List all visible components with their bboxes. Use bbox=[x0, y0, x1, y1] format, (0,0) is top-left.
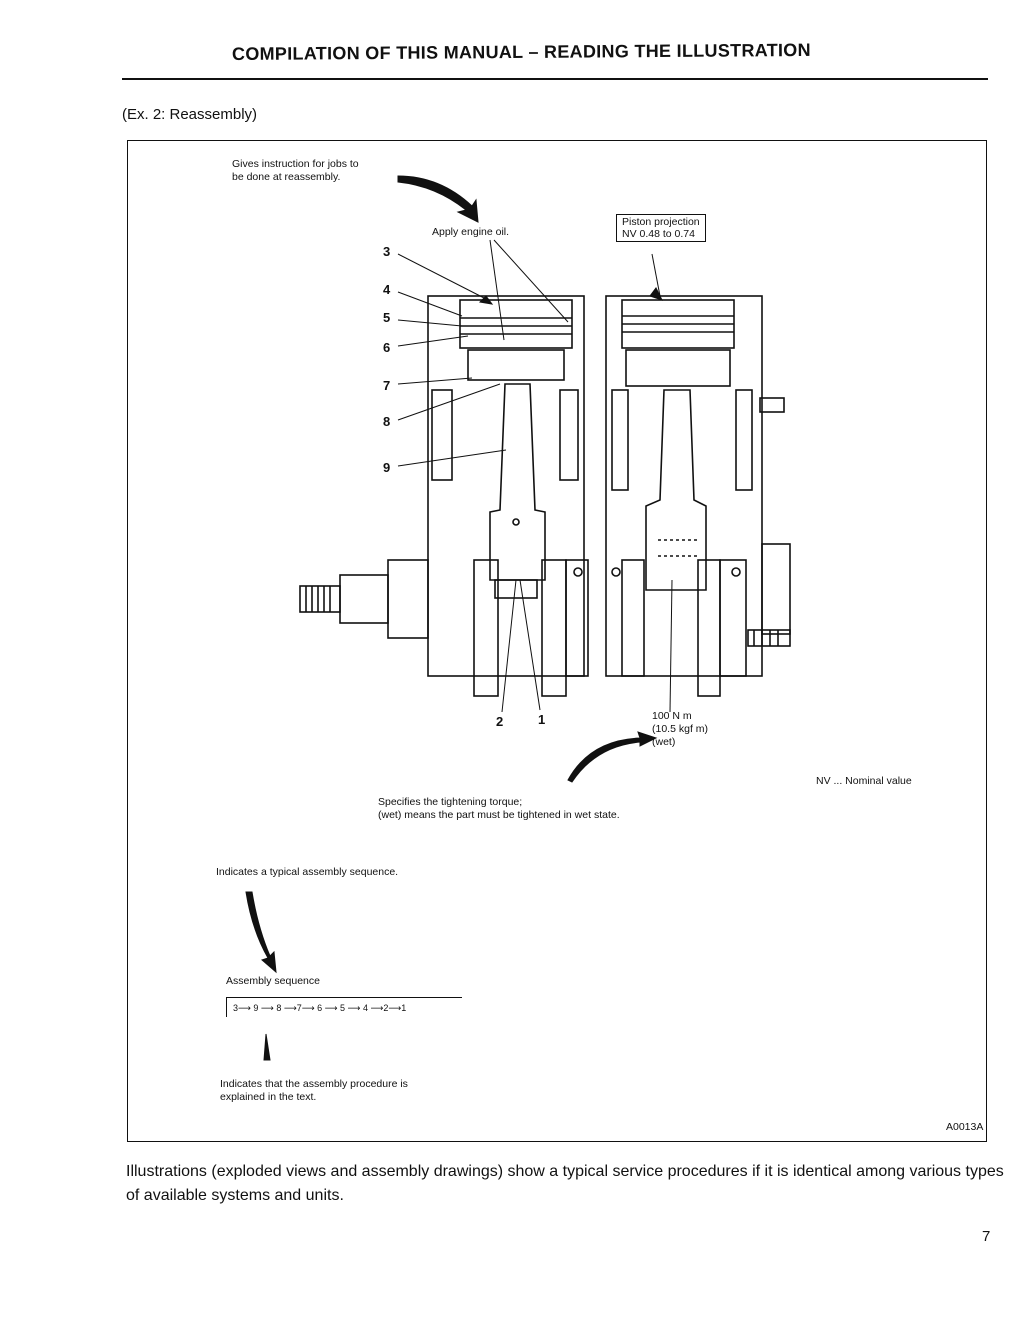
callout-8: 8 bbox=[383, 414, 391, 429]
left-piston bbox=[459, 299, 573, 349]
callout-1: 1 bbox=[538, 712, 546, 727]
right-connecting-rod bbox=[645, 389, 707, 591]
procedure-note: Indicates that the assembly procedure is… bbox=[220, 1078, 408, 1103]
left-connecting-rod bbox=[489, 383, 546, 581]
example-label: (Ex. 2: Reassembly) bbox=[122, 106, 258, 123]
callout-9: 9 bbox=[383, 460, 391, 475]
nominal-value-legend: NV ... Nominal value bbox=[816, 775, 912, 787]
callout-6: 6 bbox=[383, 340, 391, 355]
procedure-arrow-icon bbox=[263, 1033, 271, 1061]
callout-2: 2 bbox=[496, 714, 504, 729]
callout-4: 4 bbox=[383, 282, 391, 297]
callout-3: 3 bbox=[383, 244, 391, 259]
left-cylinder-block bbox=[427, 295, 585, 677]
sequence-title: Assembly sequence bbox=[226, 975, 320, 987]
figure-code: A0013A bbox=[946, 1121, 984, 1133]
piston-projection-box: Piston projection NV 0.48 to 0.74 bbox=[616, 214, 706, 242]
sequence-note: Indicates a typical assembly sequence. bbox=[216, 866, 399, 878]
sequence-arrow-icon bbox=[245, 891, 277, 974]
figure-frame bbox=[127, 140, 987, 1142]
body-paragraph: Illustrations (exploded views and assemb… bbox=[126, 1163, 1004, 1204]
apply-oil-note: Apply engine oil. bbox=[432, 226, 510, 238]
torque-arrow-icon bbox=[567, 731, 658, 783]
torque-explanation: Specifies the tightening torque; (wet) m… bbox=[378, 796, 620, 821]
assembly-sequence: 3⟶ 9 ⟶ 8 ⟶7⟶ 6 ⟶ 5 ⟶ 4 ⟶2⟶1 bbox=[226, 997, 462, 1017]
reassembly-note: Gives instruction for jobs to be done at… bbox=[232, 158, 359, 183]
page-number: 7 bbox=[982, 1228, 991, 1245]
reassembly-arrow-icon bbox=[397, 175, 479, 223]
crankshaft-front-end bbox=[299, 585, 341, 613]
callout-7: 7 bbox=[383, 378, 391, 393]
crankshaft-journal bbox=[387, 559, 429, 639]
torque-value: 100 N m (10.5 kgf m) (wet) bbox=[652, 710, 709, 748]
callout-5: 5 bbox=[383, 310, 391, 325]
right-cylinder-block bbox=[605, 295, 763, 677]
header-divider bbox=[122, 78, 988, 80]
